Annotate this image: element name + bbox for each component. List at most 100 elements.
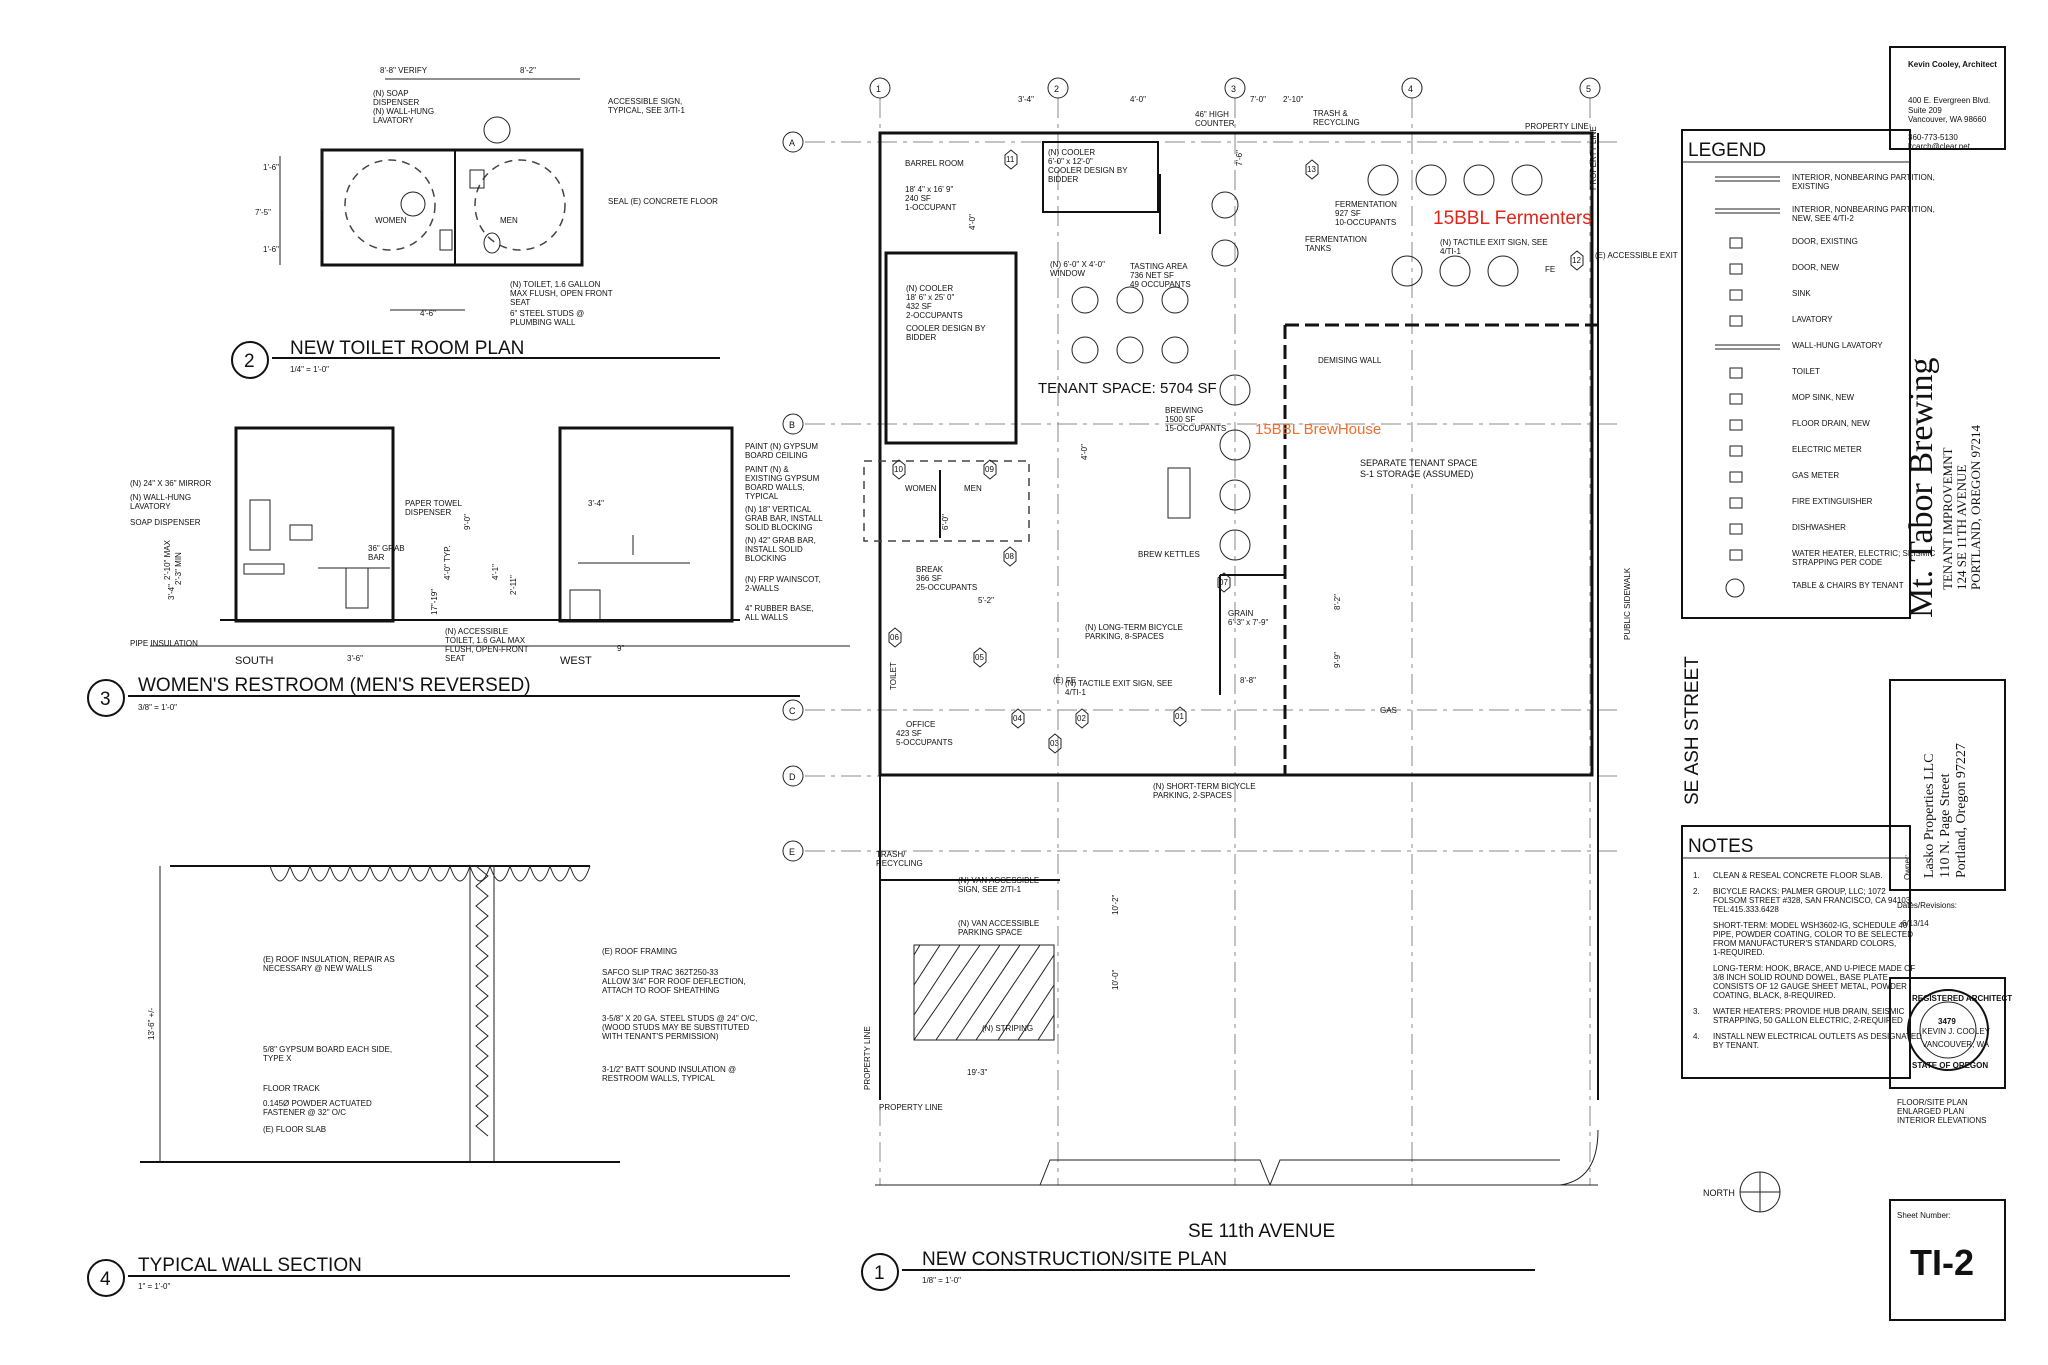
legend-item: DOOR, NEW <box>1729 263 1840 275</box>
owner-label: Owner: <box>1903 854 1912 880</box>
drawing-1-title: NEW CONSTRUCTION/SITE PLAN <box>922 1249 1227 1270</box>
ws-roof-insul2: NECESSARY @ NEW WALLS <box>263 964 372 973</box>
tag-12: 12 <box>1572 256 1581 265</box>
fermenter-tank-icon <box>1415 164 1447 196</box>
toilet-soap: (N) SOAP <box>373 89 409 98</box>
grid-marker-b <box>782 413 804 435</box>
north-label: NORTH <box>1703 1188 1735 1198</box>
table-chairs-icon <box>1071 286 1099 314</box>
fermenters-callout: 15BBL Fermenters <box>1433 208 1592 229</box>
dishwasher-icon <box>1729 523 1743 535</box>
toilet-icon <box>439 229 453 251</box>
tenant-space: TENANT SPACE: 5704 SF <box>1038 380 1217 397</box>
room-accessible-exit: (E) ACCESSIBLE EXIT <box>1595 251 1678 260</box>
legend-item-label: DISHWASHER <box>1792 523 1846 532</box>
mirror-icon <box>249 499 271 551</box>
room-office: OFFICE <box>906 720 935 729</box>
room-cooler: (N) COOLER <box>906 284 953 293</box>
elev-paint2: PAINT (N) & <box>745 465 789 474</box>
room-bike-long: (N) LONG-TERM BICYCLE <box>1085 623 1183 632</box>
toilet-women: WOMEN <box>375 216 407 225</box>
drawing-2-title: NEW TOILET ROOM PLAN <box>290 338 524 359</box>
note-item: 4.INSTALL NEW ELECTRICAL OUTLETS AS DESI… <box>1693 1032 1922 1050</box>
stamp-num: 3479 <box>1938 1017 1956 1026</box>
toilet-dim-left2: 7'-5" <box>255 208 271 217</box>
tag-icon <box>1048 733 1062 754</box>
room-grain-dim: 6'-3" x 7'-9" <box>1228 618 1268 627</box>
fermenter-tank-icon <box>1439 255 1471 287</box>
toilet-room-plan: 8'-8" VERIFY 8'-2" 1'-6" 7'-5" 1'-6" 4'-… <box>231 66 720 379</box>
elev-dim8: 3'-6" <box>347 654 363 663</box>
drawing-1-number: 1 <box>874 1263 885 1284</box>
toilet-men: MEN <box>500 216 518 225</box>
room-ferm-tanks: FERMENTATION <box>1305 235 1367 244</box>
site-dim-11: 8'-8" <box>1240 676 1256 685</box>
stamp-name: KEVIN J. COOLEY <box>1922 1027 1991 1036</box>
stamp-box <box>1889 977 2006 1089</box>
room-van-space2: PARKING SPACE <box>958 928 1022 937</box>
note-number: 3. <box>1693 1007 1700 1016</box>
public-sidewalk: PUBLIC SIDEWALK <box>1623 567 1632 640</box>
fermenter-tank-icon <box>1487 255 1519 287</box>
room-bike-short: (N) SHORT-TERM BICYCLE <box>1153 782 1256 791</box>
room-trash-rec: TRASH/ <box>876 850 906 859</box>
project-sub2: 124 SE 11TH AVENUE <box>1954 465 1969 590</box>
room-cooler-note1: COOLER DESIGN BY <box>906 324 986 333</box>
ws-track: FLOOR TRACK <box>263 1084 320 1093</box>
elev-west: WEST <box>560 655 592 667</box>
grid-label-b: B <box>789 420 795 430</box>
elev-paint2b: EXISTING GYPSUM <box>745 474 820 483</box>
stamp-city: VANCOUVER, WA <box>1922 1040 1990 1049</box>
architect-box <box>1889 46 2006 150</box>
toilet-sign2: TYPICAL, SEE 3/TI-1 <box>608 106 685 115</box>
owner-address2: Portland, Oregon 97227 <box>1954 743 1969 878</box>
elev-lav: (N) WALL-HUNG <box>130 493 191 502</box>
room-brewing-occ: 15-OCCUPANTS <box>1165 424 1226 433</box>
ws-studs3: WITH TENANT'S PERMISSION) <box>602 1032 719 1041</box>
legend-panel: LEGEND INTERIOR, NONBEARING PARTITION,EX… <box>1681 129 1936 619</box>
drawing-2-scale: 1/4" = 1'-0" <box>290 365 329 374</box>
ws-height: 13'-6" +/- <box>147 1008 156 1040</box>
property-line-top: PROPERTY LINE <box>1525 122 1589 131</box>
note-number: 1. <box>1693 871 1700 880</box>
lavatory-icon <box>1729 315 1743 327</box>
room-tactile-2b: 4/TI-1 <box>1065 688 1086 697</box>
site-dim-13: 10'-0" <box>1111 969 1120 990</box>
ws-studs2: (WOOD STUDS MAY BE SUBSTITUTED <box>602 1023 749 1032</box>
elev-paint1b: BOARD CEILING <box>745 451 808 460</box>
toilet-bowl-icon <box>483 232 501 254</box>
restroom-callout-box <box>863 460 1030 542</box>
note-text: BY TENANT. <box>1713 1041 1759 1050</box>
date-1: 6/13/14 <box>1902 919 1929 928</box>
architect-name: Kevin Cooley, Architect <box>1908 60 1997 69</box>
room-window: (N) 6'-0" X 4'-0" <box>1050 260 1105 269</box>
tag-icon <box>1305 159 1319 180</box>
tag-10: 10 <box>894 465 903 474</box>
grid-marker-3 <box>1224 77 1246 99</box>
site-dim-7: 6'-0" <box>941 514 950 530</box>
legend-item-label: TOILET <box>1792 367 1820 376</box>
note-text: FOLSOM STREET #328, SAN FRANCISCO, CA 94… <box>1713 896 1912 905</box>
legend-box <box>1681 129 1911 619</box>
ws-roof-framing: (E) ROOF FRAMING <box>602 947 677 956</box>
site-dim-12: 10'-2" <box>1111 894 1120 915</box>
tag-04: 04 <box>1013 714 1022 723</box>
note-text: SHORT-TERM: MODEL WSH3602-IG, SCHEDULE 4… <box>1713 921 1908 930</box>
elev-lav2: LAVATORY <box>130 502 171 511</box>
elev-paint2d: TYPICAL <box>745 492 779 501</box>
grid-marker-5 <box>1579 77 1601 99</box>
small-cooler-walls <box>1042 141 1159 213</box>
cooler-room-walls <box>884 251 1018 445</box>
women-turning-circle <box>344 159 436 251</box>
legend-item: MOP SINK, NEW <box>1729 393 1855 405</box>
tag-icon <box>1173 706 1187 727</box>
sheet-desc1: FLOOR/SITE PLAN <box>1897 1098 1968 1107</box>
room-brewing-sf: 1500 SF <box>1165 415 1195 424</box>
grid-marker-4 <box>1401 77 1423 99</box>
site-dim-0: 3'-4" <box>1018 95 1034 104</box>
legend-item: INTERIOR, NONBEARING PARTITION,NEW, SEE … <box>1715 205 1935 223</box>
fermenter-tank-icon <box>1511 164 1543 196</box>
ws-fastener2: FASTENER @ 32" O/C <box>263 1108 346 1117</box>
note-text: TEL:415.333.6428 <box>1713 905 1779 914</box>
lavatory-icon <box>469 169 485 189</box>
